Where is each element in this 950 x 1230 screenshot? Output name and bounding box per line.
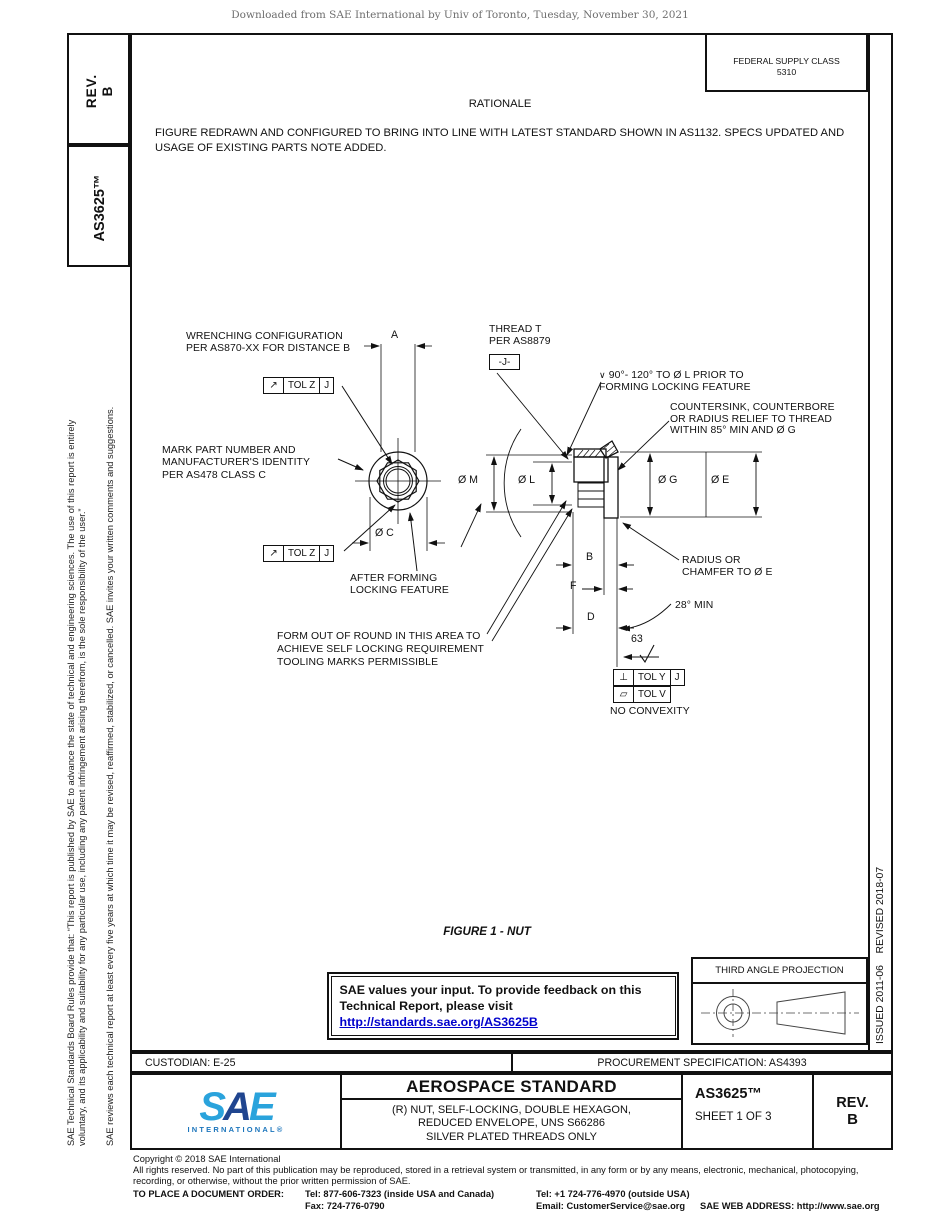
- dim-c: Ø C: [375, 527, 394, 539]
- procurement-label: PROCUREMENT SPECIFICATION: AS4393: [597, 1056, 807, 1069]
- feedback-line1: SAE values your input. To provide feedba…: [339, 982, 642, 997]
- perpendicularity-icon: ⊥: [619, 672, 628, 683]
- logo-subtext: INTERNATIONAL®: [187, 1125, 285, 1134]
- tel-inside: Tel: 877-606-7323 (inside USA and Canada…: [305, 1189, 495, 1199]
- projection-title: THIRD ANGLE PROJECTION: [693, 959, 866, 984]
- mark-note: MARK PART NUMBER AND MANUFACTURER'S IDEN…: [162, 445, 311, 481]
- dim-a: A: [391, 329, 399, 341]
- fcf-flatness: ▱ TOL V: [613, 686, 671, 703]
- runout-icon: ↗: [269, 380, 278, 391]
- doc-number-box: AS3625™: [67, 145, 130, 267]
- angle-min-label: 28° MIN: [675, 600, 714, 611]
- dim-m: Ø M: [458, 474, 479, 486]
- web-address: SAE WEB ADDRESS: http://www.sae.org: [700, 1201, 880, 1211]
- logo-letter-a: A: [223, 1085, 252, 1129]
- disclaimer-line2: voluntary, and its applicability and sui…: [77, 508, 87, 1146]
- sae-logo: SAE INTERNATIONAL®: [132, 1075, 342, 1148]
- countersink-angle-note: ∨ 90°- 120° TO Ø L PRIOR TO FORMING LOCK…: [599, 370, 751, 394]
- copyright-line: Copyright © 2018 SAE International: [133, 1154, 281, 1164]
- content-frame: [130, 33, 870, 1052]
- wrenching-note: WRENCHING CONFIGURATION PER AS870-XX FOR…: [186, 331, 351, 355]
- countersink-icon: ∨: [599, 370, 606, 380]
- fax-line: Fax: 724-776-0790: [305, 1201, 385, 1211]
- order-label: TO PLACE A DOCUMENT ORDER:: [133, 1189, 284, 1199]
- rev-cell: REV. B: [814, 1075, 891, 1148]
- rights-text: All rights reserved. No part of this pub…: [133, 1165, 859, 1186]
- sidebar-disclaimer: SAE Technical Standards Board Rules prov…: [66, 281, 88, 1146]
- radius-chamfer-note: RADIUS OR CHAMFER TO Ø E: [682, 555, 773, 578]
- federal-supply-class-box: FEDERAL SUPPLY CLASS 5310: [705, 33, 868, 92]
- projection-box: THIRD ANGLE PROJECTION: [691, 957, 868, 1045]
- title-cell: AEROSPACE STANDARD (R) NUT, SELF-LOCKING…: [342, 1075, 683, 1148]
- rev-value: B: [99, 85, 115, 97]
- doc-number-cell: AS3625™ SHEET 1 OF 3: [683, 1075, 814, 1148]
- rationale-title: RATIONALE: [468, 98, 532, 110]
- title-rev-label: REV.: [836, 1095, 869, 1111]
- third-angle-projection-icon: [701, 989, 859, 1037]
- figure-caption: FIGURE 1 - NUT: [443, 925, 531, 938]
- no-convexity-label: NO CONVEXITY: [610, 706, 690, 717]
- title-rev-value: B: [847, 1111, 858, 1128]
- sidebar-review-note: SAE reviews each technical report at lea…: [105, 406, 115, 1146]
- csk-note: COUNTERSINK, COUNTERBORE OR RADIUS RELIE…: [670, 402, 835, 437]
- dim-l: Ø L: [518, 474, 536, 486]
- fcf-perpendicularity: ⊥ TOL Y J: [613, 669, 685, 686]
- fcf-runout-1: ↗ TOL Z J: [263, 377, 335, 394]
- form-out-of-round-note: FORM OUT OF ROUND IN THIS AREA TO ACHIEV…: [277, 631, 485, 668]
- dim-e: Ø E: [711, 474, 730, 486]
- rev-label: REV.: [83, 73, 99, 109]
- finish-63-label: 63: [631, 633, 643, 645]
- standard-title: (R) NUT, SELF-LOCKING, DOUBLE HEXAGON, R…: [392, 1103, 631, 1143]
- logo-letter-s: S: [199, 1085, 226, 1129]
- fsc-label: FEDERAL SUPPLY CLASS: [733, 56, 840, 66]
- after-forming-note: AFTER FORMING LOCKING FEATURE: [350, 573, 449, 597]
- revision-strip-frame: [868, 33, 893, 1052]
- dim-g: Ø G: [658, 474, 678, 486]
- dim-f: F: [570, 580, 577, 592]
- feedback-line2: Technical Report, please visit: [339, 998, 513, 1013]
- rev-box-text: REV.B: [72, 39, 127, 143]
- runout-icon: ↗: [269, 548, 278, 559]
- doc-number-text: AS3625™: [91, 174, 108, 242]
- sheet-number: SHEET 1 OF 3: [695, 1111, 772, 1123]
- dim-b: B: [586, 551, 594, 563]
- datum-j-box: -J-: [489, 354, 520, 370]
- feedback-link[interactable]: http://standards.sae.org/AS3625B: [339, 1014, 538, 1029]
- logo-letter-e: E: [248, 1085, 276, 1129]
- custodian-row: CUSTODIAN: E-25 PROCUREMENT SPECIFICATIO…: [130, 1052, 893, 1073]
- fsc-value: 5310: [776, 66, 797, 77]
- standard-type: AEROSPACE STANDARD: [342, 1075, 681, 1100]
- tel-outside: Tel: +1 724-776-4970 (outside USA): [536, 1189, 690, 1199]
- rev-box: REV.B: [67, 33, 130, 145]
- title-block: SAE INTERNATIONAL® AEROSPACE STANDARD (R…: [130, 1073, 893, 1150]
- dim-d: D: [587, 611, 595, 623]
- title-doc-number: AS3625™: [695, 1086, 762, 1102]
- revision-strip-text: ISSUED 2011-06 REVISED 2018-07: [875, 866, 886, 1044]
- fcf-runout-2: ↗ TOL Z J: [263, 545, 335, 562]
- flatness-icon: ▱: [619, 689, 628, 700]
- download-watermark: Downloaded from SAE International by Uni…: [231, 9, 689, 21]
- rationale-body: FIGURE REDRAWN AND CONFIGURED TO BRING I…: [155, 127, 845, 154]
- feedback-box: SAE values your input. To provide feedba…: [327, 972, 679, 1040]
- thread-note: THREAD T PER AS8879: [489, 324, 551, 348]
- email-line: Email: CustomerService@sae.org: [536, 1201, 686, 1211]
- custodian-label: CUSTODIAN: E-25: [132, 1054, 513, 1071]
- disclaimer-line1: SAE Technical Standards Board Rules prov…: [66, 419, 76, 1146]
